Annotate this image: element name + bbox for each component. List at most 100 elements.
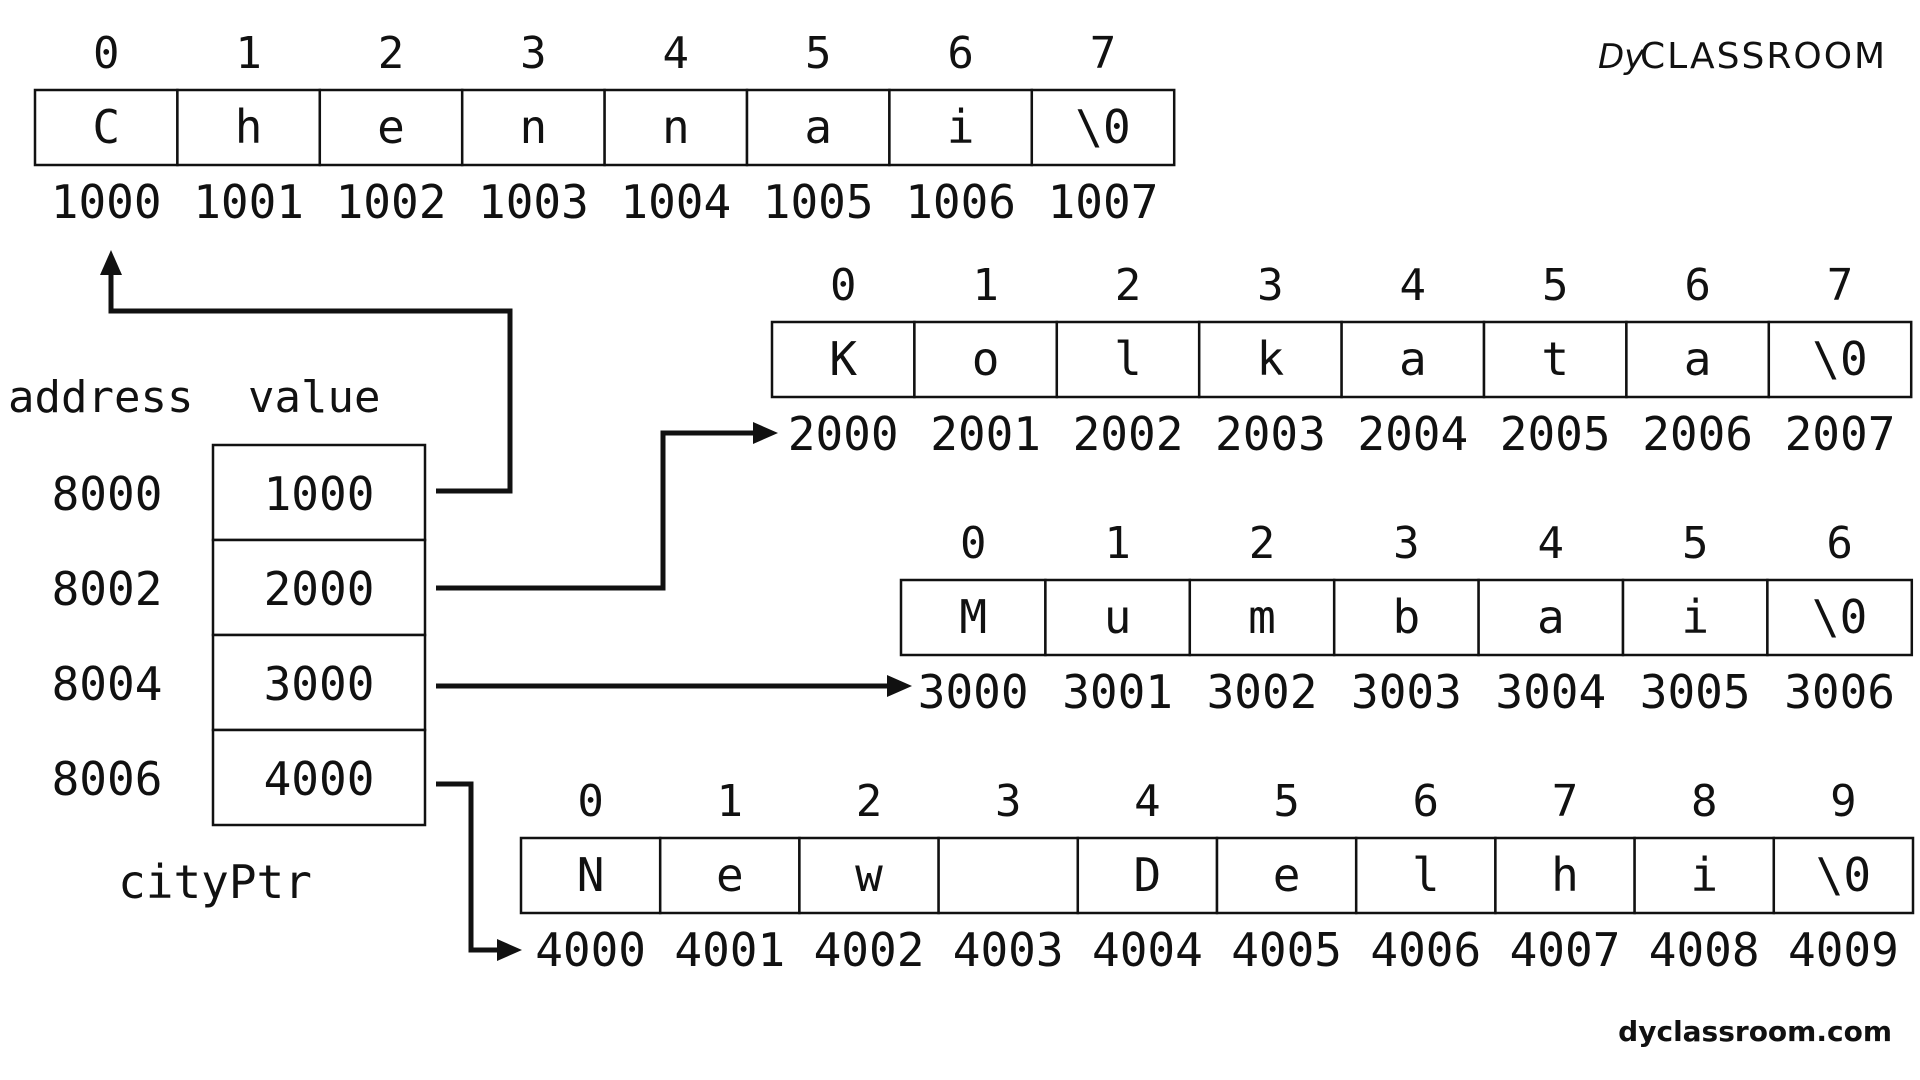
cell-char: n bbox=[662, 100, 690, 154]
cell-char: i bbox=[1681, 590, 1709, 644]
cell-address: 3004 bbox=[1495, 665, 1606, 719]
cell-address: 1006 bbox=[905, 175, 1016, 229]
cell-index: 5 bbox=[1273, 776, 1300, 827]
cell-box bbox=[1354, 836, 1497, 915]
arrow-to-new-delhi bbox=[436, 781, 522, 961]
cell-index: 0 bbox=[577, 776, 604, 827]
cell-char: m bbox=[1248, 590, 1276, 644]
cell-index: 1 bbox=[1104, 518, 1131, 569]
cell-index: 3 bbox=[1257, 260, 1284, 311]
cell-box bbox=[603, 88, 749, 167]
cell-index: 5 bbox=[1682, 518, 1709, 569]
cell-address: 2006 bbox=[1642, 407, 1753, 461]
cell-index: 6 bbox=[1826, 518, 1853, 569]
cell-address: 3000 bbox=[918, 665, 1029, 719]
cell-box bbox=[1197, 320, 1343, 399]
cell-char: t bbox=[1541, 332, 1569, 386]
cell-index: 1 bbox=[972, 260, 999, 311]
cell-index: 2 bbox=[1249, 518, 1276, 569]
cell-char: N bbox=[577, 848, 605, 902]
cell-box bbox=[1215, 836, 1358, 915]
cell-char: a bbox=[804, 100, 832, 154]
cell-char: a bbox=[1684, 332, 1712, 386]
cell-address: 4005 bbox=[1231, 923, 1342, 977]
cell-address: 4001 bbox=[674, 923, 785, 977]
cell-index: 6 bbox=[1684, 260, 1711, 311]
cell-char: C bbox=[92, 100, 120, 154]
cell-box bbox=[460, 88, 606, 167]
cell-char: i bbox=[947, 100, 975, 154]
cell-char: a bbox=[1399, 332, 1427, 386]
char-array-kolkata: 0K20001o20012l20023k20034a20045t20056a20… bbox=[770, 260, 1913, 461]
cell-char: u bbox=[1104, 590, 1132, 644]
pointer-value: 3000 bbox=[264, 657, 375, 711]
cell-char: w bbox=[855, 848, 883, 902]
pointer-cell bbox=[211, 538, 427, 637]
pointer-row: 8006 4000 bbox=[52, 728, 427, 827]
pointer-row: 8002 2000 bbox=[52, 538, 427, 637]
cell-char: D bbox=[1134, 848, 1162, 902]
cell-box bbox=[1482, 320, 1628, 399]
cell-index: 0 bbox=[93, 28, 120, 79]
cell-address: 2002 bbox=[1073, 407, 1184, 461]
cell-box bbox=[176, 88, 322, 167]
cell-char: e bbox=[377, 100, 405, 154]
cell-index: 3 bbox=[995, 776, 1022, 827]
cell-address: 4002 bbox=[814, 923, 925, 977]
pointer-address: 8000 bbox=[52, 467, 163, 521]
pointer-address: 8006 bbox=[52, 752, 163, 806]
cell-index: 6 bbox=[947, 28, 974, 79]
cell-index: 2 bbox=[856, 776, 883, 827]
arrow-to-kolkata bbox=[436, 422, 778, 591]
cell-index: 4 bbox=[1134, 776, 1161, 827]
cell-index: 2 bbox=[378, 28, 405, 79]
char-cell: 0C 1000 bbox=[33, 28, 179, 229]
pointer-cell bbox=[211, 443, 427, 542]
cell-box bbox=[1772, 836, 1915, 915]
cell-address: 2001 bbox=[930, 407, 1041, 461]
address-header: address bbox=[8, 372, 193, 423]
cell-index: 0 bbox=[830, 260, 857, 311]
pointer-value: 1000 bbox=[264, 467, 375, 521]
cell-index: 7 bbox=[1552, 776, 1579, 827]
cell-address: 3003 bbox=[1351, 665, 1462, 719]
cell-index: 7 bbox=[1827, 260, 1854, 311]
cell-char: K bbox=[829, 332, 857, 386]
cell-address: 4009 bbox=[1788, 923, 1899, 977]
cell-char: n bbox=[520, 100, 548, 154]
logo-text: CLASSROOM bbox=[1640, 36, 1887, 77]
pointer-cell bbox=[211, 728, 427, 827]
pointer-row: 8000 1000 bbox=[52, 443, 427, 542]
cell-address: 1001 bbox=[193, 175, 304, 229]
cell-index: 5 bbox=[805, 28, 832, 79]
cell-index: 7 bbox=[1090, 28, 1117, 79]
cell-char: l bbox=[1114, 332, 1142, 386]
logo-mark: Dy bbox=[1598, 37, 1645, 77]
cell-box bbox=[770, 320, 916, 399]
cell-index: 4 bbox=[1400, 260, 1427, 311]
cell-address: 1000 bbox=[51, 175, 162, 229]
cell-char: a bbox=[1537, 590, 1565, 644]
arrow-to-chennai bbox=[100, 250, 513, 494]
